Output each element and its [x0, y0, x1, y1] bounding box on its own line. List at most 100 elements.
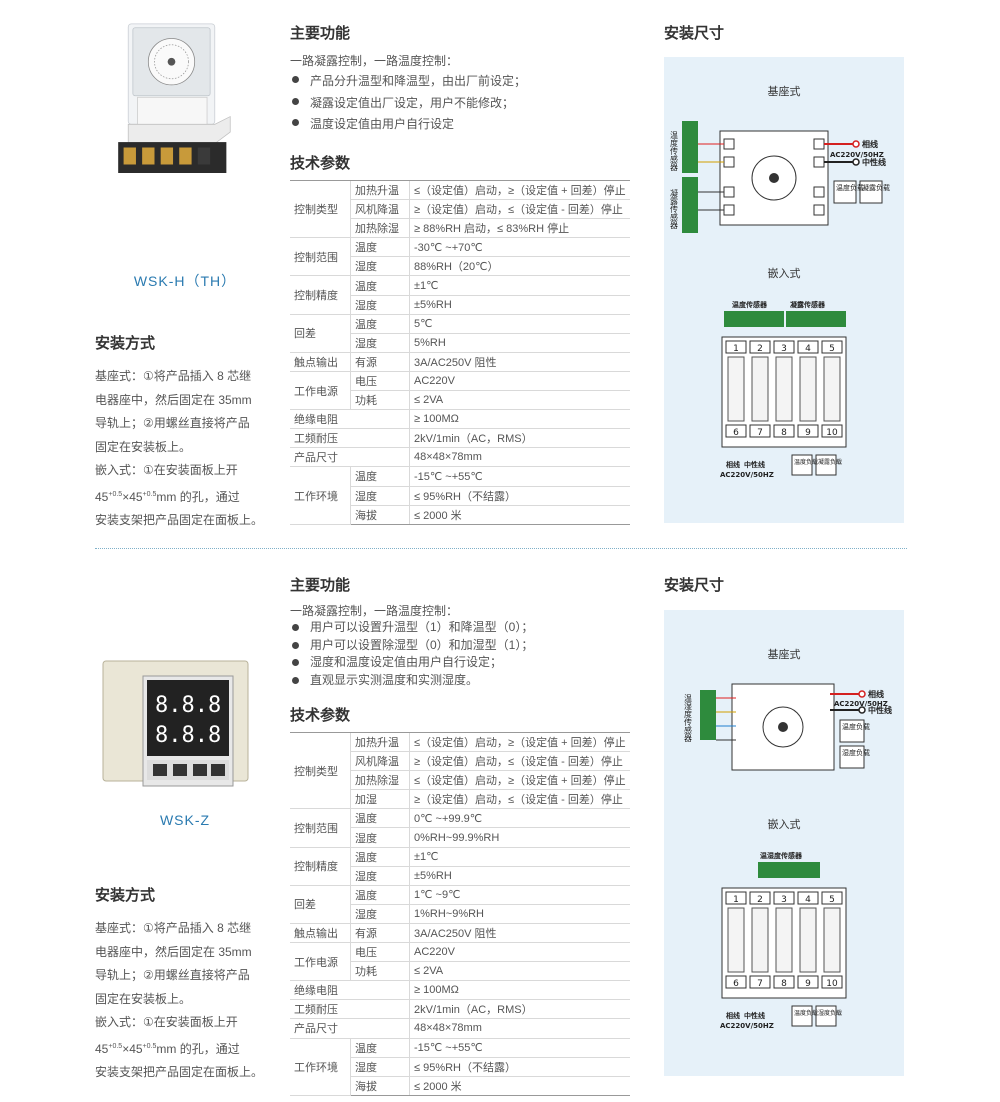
install-line: 电器座中，然后固定在 35mm — [95, 944, 252, 959]
live-label: 相线 — [868, 689, 884, 699]
table-row: 绝缘电阻≥ 100MΩ — [290, 409, 630, 430]
size-title: 安装尺寸 — [664, 25, 725, 42]
terminal-label: 3 — [781, 895, 787, 905]
spec-subcategory: 湿度 — [350, 866, 410, 886]
install-line: 固定在安装板上。 — [95, 991, 192, 1006]
spec-category: 回差 — [290, 885, 351, 924]
table-row: 控制精度温度±1℃ — [290, 847, 630, 886]
spec-title: 技术参数 — [290, 707, 351, 724]
terminal-label: 7 — [757, 979, 763, 989]
model-name: WSK-Z — [159, 812, 211, 828]
install-text: 基座式：①将产品插入 8 芯继 电器座中，然后固定在 35mm 导轨上；②用螺丝… — [95, 365, 270, 533]
spec-value: ≤ 2000 米 — [409, 1076, 630, 1096]
base-wiring-diagram: 温湿度传感器 相线 AC220V/50HZ 中性线 温度负载 湿度负载 — [684, 683, 892, 771]
spec-value: ≤ 95%RH（不结露） — [409, 1057, 630, 1077]
spec-category: 控制范围 — [290, 808, 351, 848]
power-label: AC220V/50HZ — [834, 700, 888, 708]
spec-subcategory: 加热升温 — [350, 731, 410, 753]
spec-value: 2kV/1min（AC，RMS） — [409, 428, 630, 449]
func-list: 产品分升温型和降温型，由出厂前设定； 凝露设定值出厂设定，用户不能修改； 温度设… — [290, 71, 526, 136]
spec-category: 工作环境 — [290, 466, 351, 525]
table-row: 功耗≤ 2VA — [290, 961, 630, 982]
sensor-hum-label: 温湿度传感器 — [760, 851, 803, 860]
table-row: 风机降温≥（设定值）启动，≤（设定值 - 回差）停止 — [290, 199, 630, 220]
list-item: 湿度和温度设定值由用户自行设定； — [290, 654, 533, 672]
spec-subcategory: 湿度 — [350, 486, 410, 506]
spec-value: AC220V — [409, 942, 630, 963]
load-temp-label: 温度负载 — [794, 1009, 818, 1017]
spec-subcategory: 温度 — [350, 1038, 410, 1058]
spec-value: ≤（设定值）启动，≥（设定值 + 回差）停止 — [409, 770, 630, 791]
spec-subcategory: 湿度 — [350, 256, 410, 277]
table-row: 湿度±5%RH — [290, 295, 630, 315]
spec-subcategory: 湿度 — [350, 904, 410, 924]
sensor-temp-label: 温度传感器 — [670, 131, 679, 172]
sensor-dew-label: 凝露传感器 — [670, 188, 679, 230]
terminal-label: 7 — [757, 428, 763, 438]
spec-subcategory: 加湿 — [350, 789, 410, 810]
spec-value: AC220V — [409, 371, 630, 392]
base-wiring-diagram: 温度传感器 凝露传感器 相 — [670, 121, 890, 233]
sensor-temp-label: 温度传感器 — [732, 300, 768, 309]
power-label: AC220V/50HZ — [830, 151, 884, 159]
terminal-box — [797, 891, 819, 905]
terminal-screw-column — [727, 907, 745, 973]
product-image-wsk-z: 8.8.8 8.8.8 — [102, 660, 249, 787]
table-row: 湿度≤ 95%RH（不结露） — [290, 486, 630, 506]
spec-subcategory: 海拔 — [350, 505, 410, 525]
spec-category: 工作电源 — [290, 371, 351, 411]
table-row: 加热除湿≥ 88%RH 启动，≤ 83%RH 停止 — [290, 218, 630, 239]
terminal-screw-column — [751, 356, 769, 422]
spec-category: 绝缘电阻 — [290, 980, 410, 1001]
spec-value: 1℃ ~9℃ — [409, 885, 630, 905]
func-list: 用户可以设置升温型（1）和降温型（0）； 用户可以设置除湿型（0）和加湿型（1）… — [290, 619, 533, 689]
load-temp-label: 温度负载 — [794, 458, 818, 466]
embed-label: 嵌入式 — [767, 819, 801, 831]
terminal-box — [821, 424, 843, 438]
power-label: AC220V/50HZ — [720, 1022, 774, 1030]
load-temp-label: 温度负载 — [836, 183, 864, 192]
spec-category: 工作电源 — [290, 942, 351, 982]
spec-value: ≥ 88%RH 启动，≤ 83%RH 停止 — [409, 218, 630, 239]
spec-subcategory: 湿度 — [350, 1057, 410, 1077]
table-row: 工作环境温度-15℃ ~+55℃ — [290, 1038, 630, 1096]
terminal-box — [749, 340, 771, 354]
sensor-dew-label: 凝露传感器 — [790, 300, 826, 309]
spec-value: ±1℃ — [409, 847, 630, 867]
terminal-box — [797, 340, 819, 354]
terminal-label: 2 — [757, 344, 763, 354]
load-hum-label: 湿度负载 — [818, 1009, 842, 1017]
terminal-label: 6 — [733, 979, 739, 989]
spec-subcategory: 温度 — [350, 314, 410, 334]
spec-value: 1%RH~9%RH — [409, 904, 630, 924]
terminal-label: 10 — [826, 979, 838, 989]
spec-subcategory: 有源 — [350, 352, 410, 372]
load-hum-label: 湿度负载 — [842, 748, 870, 757]
spec-value: ±1℃ — [409, 275, 630, 296]
terminal-box — [773, 891, 795, 905]
terminal-box — [773, 424, 795, 438]
install-line: 导轨上；②用螺丝直接将产品 — [95, 416, 250, 430]
spec-subcategory: 加热除湿 — [350, 218, 410, 239]
terminal-screw-column — [823, 907, 841, 973]
install-line: 嵌入式：①在安装面板上开 — [95, 1015, 238, 1029]
install-title: 安装方式 — [95, 887, 156, 904]
terminal-screw-column — [751, 907, 769, 973]
load-dew-label: 凝露负载 — [818, 458, 842, 466]
spec-value: ≥ 100MΩ — [409, 980, 630, 1001]
terminal-label: 5 — [829, 895, 835, 905]
install-line: 45+0.5×45+0.5mm 的孔，通过 — [95, 489, 240, 504]
terminal-screw-column — [727, 356, 745, 422]
load-temp-label: 温度负载 — [842, 722, 870, 731]
table-row: 控制范围温度-30℃ ~+70℃ — [290, 237, 630, 277]
sensor-hum-label: 温湿度传感器 — [684, 694, 693, 743]
terminal-label: 4 — [805, 344, 811, 354]
spec-category: 工频耐压 — [290, 999, 410, 1020]
func-intro: 一路凝露控制，一路温度控制： — [290, 54, 459, 68]
